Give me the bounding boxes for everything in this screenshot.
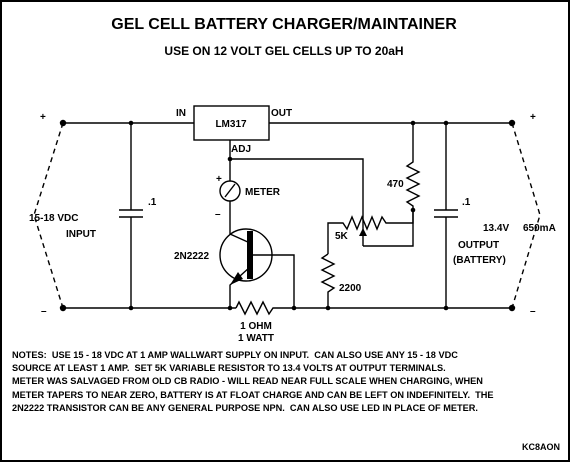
notes-line: 2N2222 TRANSISTOR CAN BE ANY GENERAL PUR… [12, 402, 478, 413]
meter-label: METER [245, 187, 281, 198]
input-minus-label: – [41, 306, 47, 317]
output-capacitor-label: .1 [462, 197, 471, 208]
resistor-2200-label: 2200 [339, 283, 362, 294]
notes-line: METER TAPERS TO NEAR ZERO, BATTERY IS AT… [12, 389, 494, 400]
resistor-470-label: 470 [387, 179, 404, 190]
output-capacitor [434, 123, 458, 308]
in-pin-label: IN [176, 108, 186, 119]
regulator-label: LM317 [215, 119, 247, 130]
sense-resistor [235, 300, 276, 316]
input-voltage-label: 15-18 VDC [29, 213, 78, 224]
notes-line: METER WAS SALVAGED FROM OLD CB RADIO - W… [12, 376, 483, 387]
input-plus-label: + [40, 112, 46, 123]
subtitle: USE ON 12 VOLT GEL CELLS UP TO 20aH [164, 44, 403, 58]
meter-plus-label: + [216, 174, 222, 185]
output-voltage-label: 13.4V [483, 223, 509, 234]
base-wire [250, 254, 295, 308]
output-label: OUTPUT [458, 240, 499, 251]
author-signature: KC8AON [521, 442, 560, 452]
emitter-arrow [230, 272, 243, 285]
meter-needle [224, 183, 236, 198]
notes-line: SOURCE AT LEAST 1 AMP. SET 5K VARIABLE R… [12, 363, 446, 374]
output-plus-label: + [530, 112, 536, 123]
output-bracket [511, 122, 541, 309]
out-pin-label: OUT [271, 108, 292, 119]
sense-resistor-power: 1 WATT [238, 333, 274, 344]
output-current-label: 650mA [523, 223, 556, 234]
notes-text: NOTES: USE 15 - 18 VDC AT 1 AMP WALLWART… [12, 349, 564, 415]
transistor-label: 2N2222 [174, 251, 209, 262]
potentiometer-5k [327, 210, 414, 254]
sense-resistor-value: 1 OHM [240, 321, 272, 332]
resistor-2200 [320, 253, 336, 308]
pot-wiper-arrow [359, 228, 367, 236]
input-label: INPUT [66, 229, 96, 240]
pot-label: 5K [335, 231, 349, 242]
battery-label: (BATTERY) [453, 255, 506, 266]
output-minus-label: – [530, 306, 536, 317]
input-capacitor-label: .1 [148, 197, 157, 208]
meter-minus-label: – [215, 209, 221, 220]
notes-line: NOTES: USE 15 - 18 VDC AT 1 AMP WALLWART… [12, 350, 458, 360]
adj-pin-label: ADJ [231, 144, 251, 155]
input-capacitor [119, 123, 143, 308]
lm317-regulator [193, 105, 270, 141]
title: GEL CELL BATTERY CHARGER/MAINTAINER [111, 16, 457, 33]
